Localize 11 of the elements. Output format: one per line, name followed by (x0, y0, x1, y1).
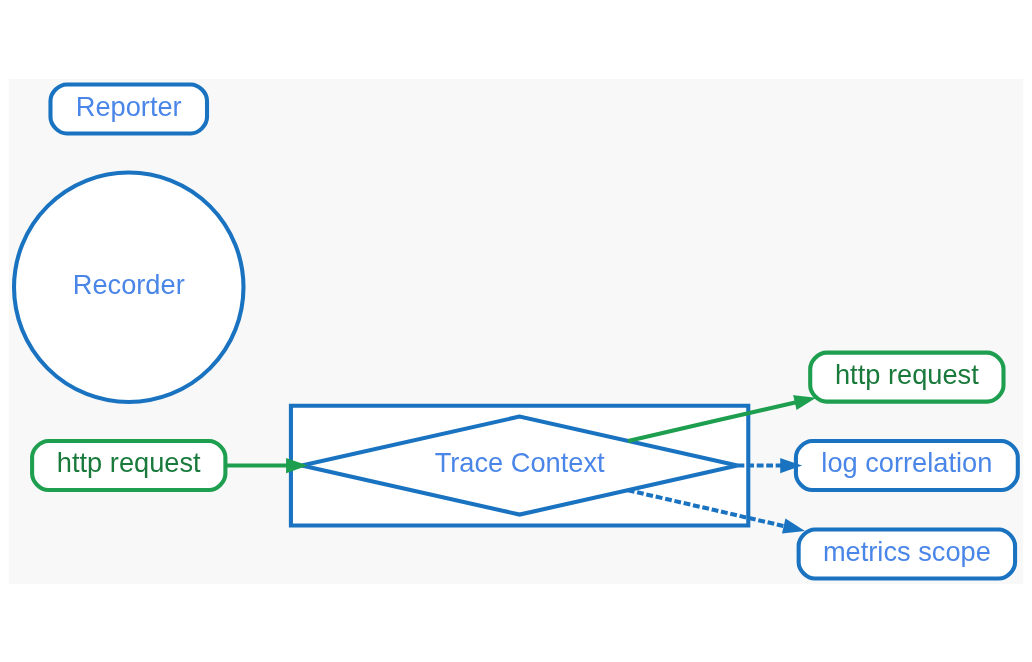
node-box: http request (808, 350, 1006, 404)
node-diamond: Trace Context (299, 413, 740, 517)
node-circle: Recorder (12, 170, 246, 404)
node-box: Reporter (48, 81, 210, 135)
node-box: log correlation (793, 438, 1020, 492)
arrow (737, 457, 803, 473)
arrow (627, 487, 805, 533)
arrow (627, 394, 817, 443)
arrow (225, 457, 308, 473)
node-box: http request (30, 438, 228, 492)
node-box: metrics scope (796, 527, 1018, 581)
